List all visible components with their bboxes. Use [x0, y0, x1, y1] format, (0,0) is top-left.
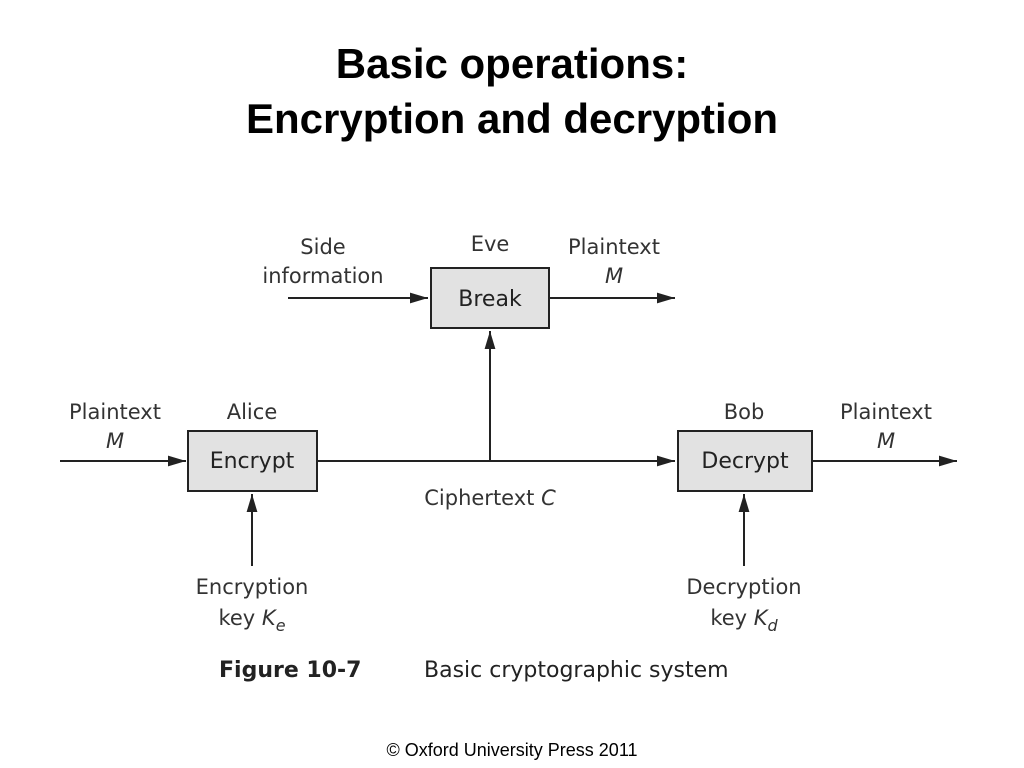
encryption-key-label-2: key Ke	[218, 606, 285, 635]
title-line-1: Basic operations:	[335, 40, 689, 87]
break-label: Break	[458, 287, 522, 312]
side-info-label-2: information	[262, 264, 383, 288]
encrypt-label: Encrypt	[210, 449, 295, 474]
encrypt-box	[187, 430, 318, 492]
decryption-key-label-1: Decryption	[686, 575, 801, 599]
encryption-key-label-1: Encryption	[196, 575, 309, 599]
copyright-notice: © Oxford University Press 2011	[386, 740, 638, 760]
bob-label: Bob	[724, 400, 765, 424]
eve-label: Eve	[471, 232, 510, 256]
alice-label: Alice	[227, 400, 278, 424]
ciphertext-label: Ciphertext C	[424, 486, 556, 510]
top-m-label: M	[605, 264, 623, 288]
title-line-2: Encryption and decryption	[245, 95, 779, 142]
top-plaintext-label: Plaintext	[568, 235, 660, 259]
slide-title: Basic operations: Encryption and decrypt…	[0, 36, 1024, 146]
left-m-label: M	[106, 429, 124, 453]
break-box	[430, 267, 550, 329]
side-info-label-1: Side	[300, 235, 345, 259]
decryption-key-label-2: key Kd	[710, 606, 778, 635]
figure-number: Figure 10-7	[219, 658, 361, 683]
decrypt-label: Decrypt	[701, 449, 789, 474]
right-plaintext-label: Plaintext	[840, 400, 932, 424]
figure-caption: Basic cryptographic system	[424, 658, 729, 683]
right-m-label: M	[877, 429, 895, 453]
left-plaintext-label: Plaintext	[69, 400, 161, 424]
